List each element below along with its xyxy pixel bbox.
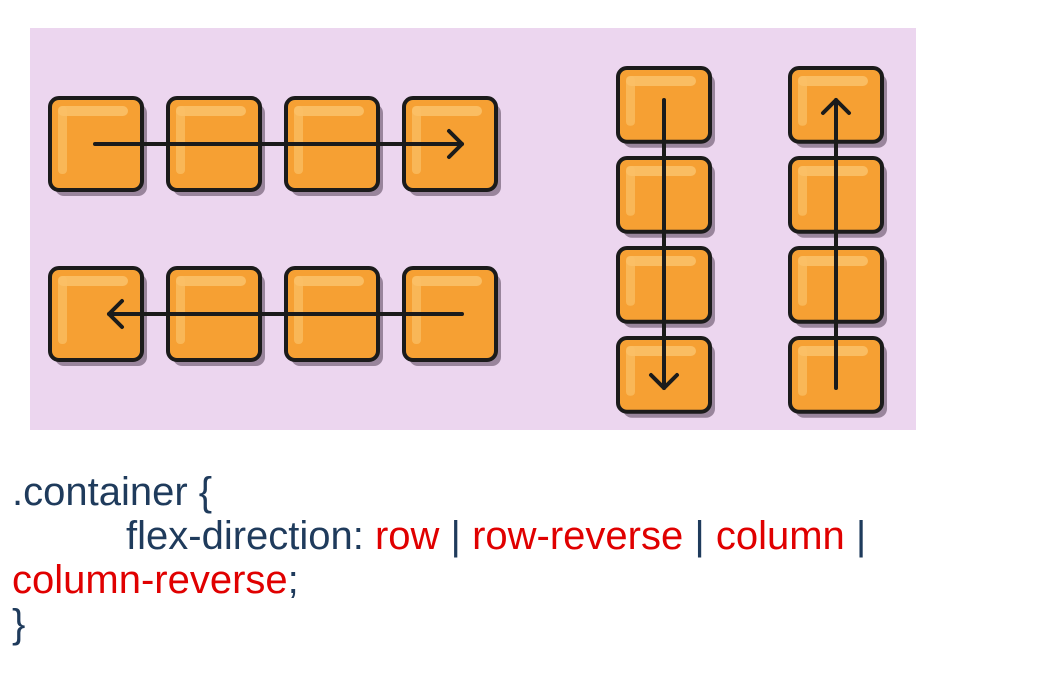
flex-item-box [616,66,715,148]
flex-item-box [616,336,715,418]
code-separator: | [439,514,473,558]
code-separator: | [844,514,867,558]
flex-direction-illustration [30,28,916,430]
group-column-reverse [788,66,887,418]
arrow-down-icon [649,98,679,390]
arrow-up-icon [821,98,851,390]
code-value-row-reverse: row-reverse [472,514,684,558]
flex-item-box [166,266,265,366]
flex-item-box [48,96,147,196]
css-code-snippet: .container { flex-direction: row | row-r… [12,470,1042,646]
code-line-declaration-wrap: column-reverse; [12,558,1042,602]
flex-item-box [788,66,887,148]
code-value-column: column [715,514,845,558]
code-value-column-reverse: column-reverse [12,558,288,602]
arrow-left-icon [107,299,464,329]
code-semicolon: ; [287,558,299,602]
code-separator: | [683,514,716,558]
group-row-reverse [48,266,501,366]
flex-item-box [48,266,147,366]
flex-item-box [402,96,501,196]
group-row [48,96,501,196]
flex-item-box [284,266,383,366]
code-line-selector: .container { [12,470,1042,514]
flex-item-box [402,266,501,366]
flex-item-box [166,96,265,196]
code-selector: .container { [12,470,213,514]
flex-direction-diagram [48,66,887,418]
code-line-closing: } [12,602,1042,646]
flex-item-box [788,246,887,328]
flex-item-box [616,246,715,328]
arrow-right-icon [93,129,464,159]
code-property: flex-direction: [126,514,375,558]
flex-item-box [616,156,715,238]
code-line-declaration: flex-direction: row | row-reverse | colu… [12,514,1042,558]
flex-item-box [788,336,887,418]
code-closing-brace: } [12,602,26,646]
group-column [616,66,715,418]
code-value-row: row [374,514,440,558]
flex-item-box [284,96,383,196]
flex-item-box [788,156,887,238]
